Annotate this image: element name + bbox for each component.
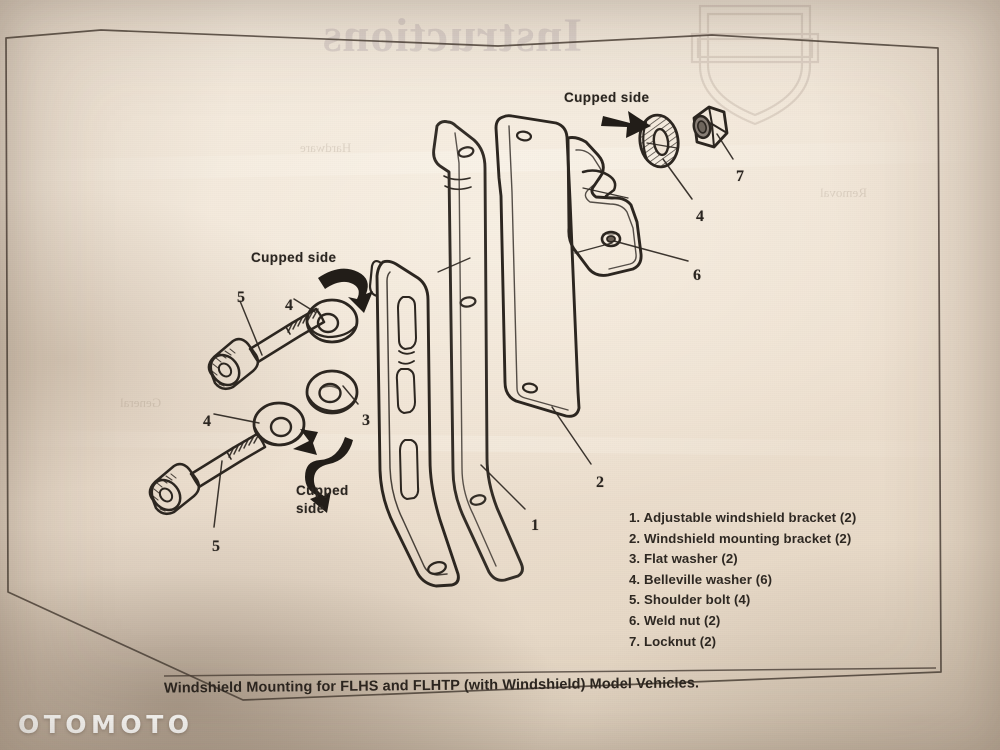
parts-legend: 1. Adjustable windshield bracket (2) 2. … (629, 508, 929, 652)
part-windshield-mounting-bracket (494, 114, 643, 418)
callout-2: 2 (596, 474, 604, 491)
callout-3: 3 (362, 412, 370, 429)
callout-7: 7 (736, 168, 744, 185)
legend-item: 4. Belleville washer (6) (629, 571, 773, 587)
part-belleville-washer-lower-left (252, 401, 306, 447)
callout-6: 6 (693, 267, 701, 284)
legend-item: 3. Flat washer (2) (629, 551, 738, 567)
callout-5-upper: 5 (237, 289, 245, 306)
part-adjustable-windshield-bracket (368, 259, 460, 588)
label-cupped-side-upper-left: Cupped side (251, 250, 337, 265)
label-cupped-side-lower-left-line1: Cupped (296, 483, 349, 498)
part-adjustable-windshield-bracket-rear (432, 120, 524, 582)
callout-4-upper-left: 4 (285, 297, 293, 314)
legend-item: 7. Locknut (2) (629, 633, 717, 649)
label-cupped-side-lower-left-line2: side (296, 501, 325, 516)
legend-item: 1. Adjustable windshield bracket (2) (629, 510, 857, 525)
part-shoulder-bolt-lower (148, 432, 267, 516)
cupped-side-arrow-upper-left (318, 268, 373, 313)
callout-5-lower: 5 (212, 538, 220, 555)
legend-item: 6. Weld nut (2) (629, 612, 721, 628)
legend-item: 2. Windshield mounting bracket (2) (629, 530, 852, 546)
label-cupped-side-top: Cupped side (564, 90, 650, 105)
legend-item: 5. Shoulder bolt (4) (629, 592, 751, 608)
part-belleville-washer-upper-left (305, 298, 359, 344)
callout-1: 1 (531, 517, 539, 534)
callout-4-lower-left: 4 (203, 413, 211, 430)
callout-4-right: 4 (696, 208, 704, 225)
otomoto-watermark: OTOMOTO (18, 710, 194, 739)
part-flat-washer (305, 369, 359, 415)
